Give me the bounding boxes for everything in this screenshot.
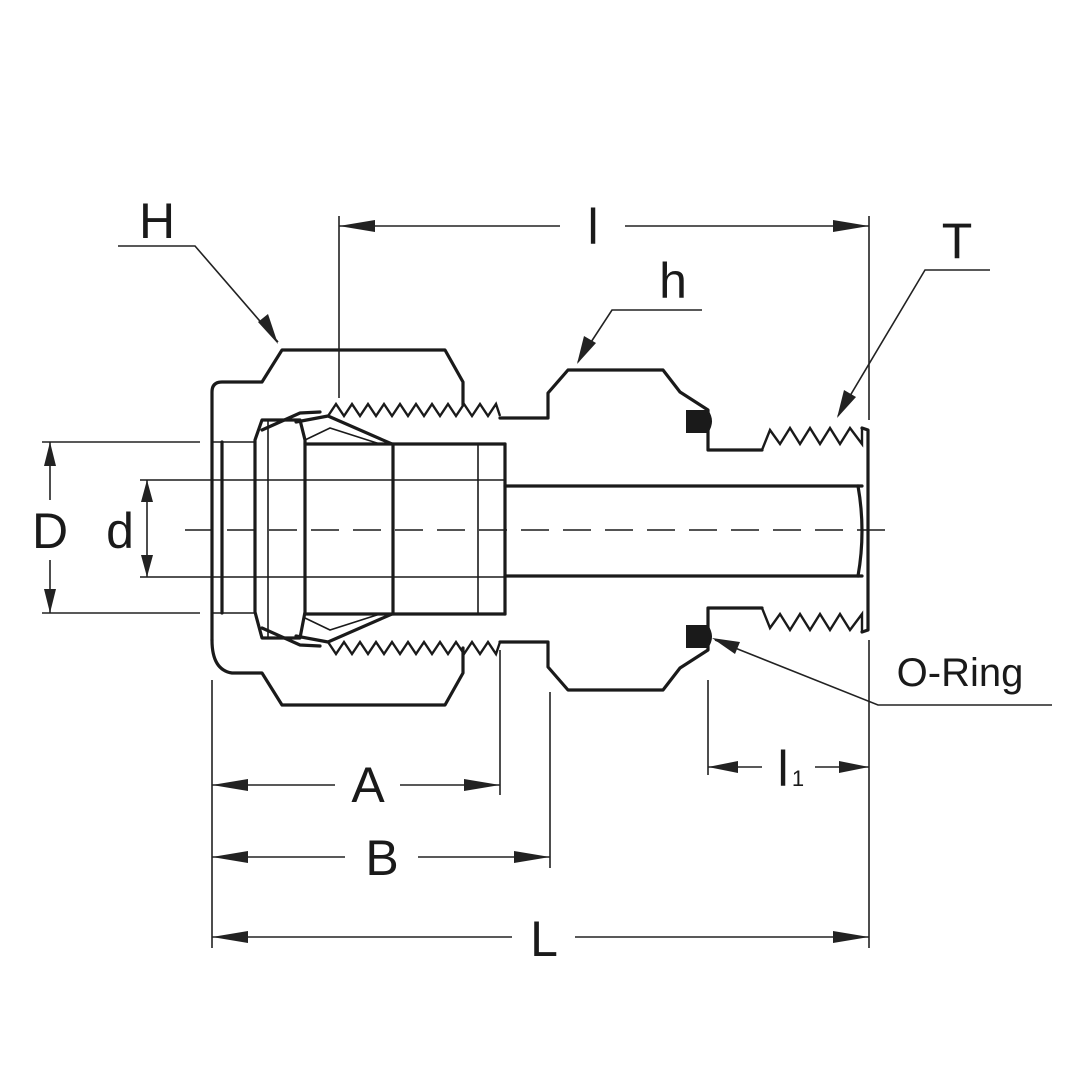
back-ferrule [253,418,307,640]
B-arrow-left [212,851,248,863]
A-arrow-right [464,779,500,791]
oring-arrow [712,638,740,654]
label-L: L [530,911,558,967]
label-A: A [351,757,385,813]
D-arrow-top [44,442,56,466]
nut-thread-lower [327,639,502,657]
H-arrow [258,314,278,344]
front-ferrule-upper [294,414,394,446]
label-H: H [139,193,175,249]
D-arrow-bottom [44,589,56,613]
A-arrow-left [212,779,248,791]
d-arrow-top [141,480,153,502]
bore-end [856,484,864,578]
oring-leader [714,639,1052,706]
label-T: T [942,213,973,269]
l-arrow-right [833,220,869,232]
label-l1: l [777,741,788,797]
l-arrow-left [339,220,375,232]
L-arrow-right [833,931,869,943]
oring-upper-icon [686,410,712,433]
front-ferrule-inner-upper [304,427,381,445]
B-arrow-right [514,851,550,863]
l1-arrow-left [708,761,738,773]
back-ferrule-tip-lower [260,626,322,648]
nut-upper-outline [210,348,465,642]
label-h: h [659,253,687,309]
end-thread-upper [760,425,864,451]
end-thread-lower [760,607,864,633]
L-arrow-left [212,931,248,943]
label-D: D [32,503,68,559]
l1-arrow-right [839,761,869,773]
T-arrow [837,390,856,418]
d-arrow-bottom [141,555,153,577]
h-arrow [577,336,596,364]
label-l1-subscript: 1 [792,766,804,791]
h-leader [577,309,702,363]
oring-lower-icon [686,625,712,648]
T-leader [837,269,990,417]
body-hex-lower [498,606,764,692]
label-l: l [587,199,598,255]
label-B: B [365,830,398,886]
front-ferrule-inner-lower [304,613,381,631]
back-ferrule-tip-upper [260,410,322,432]
nut-lower-outline [210,638,465,707]
H-leader [118,245,279,343]
label-oring: O-Ring [897,651,1024,695]
nut-thread-upper [327,401,502,419]
front-ferrule-lower [294,612,394,644]
label-d: d [106,503,134,559]
body-hex-upper [498,368,764,452]
